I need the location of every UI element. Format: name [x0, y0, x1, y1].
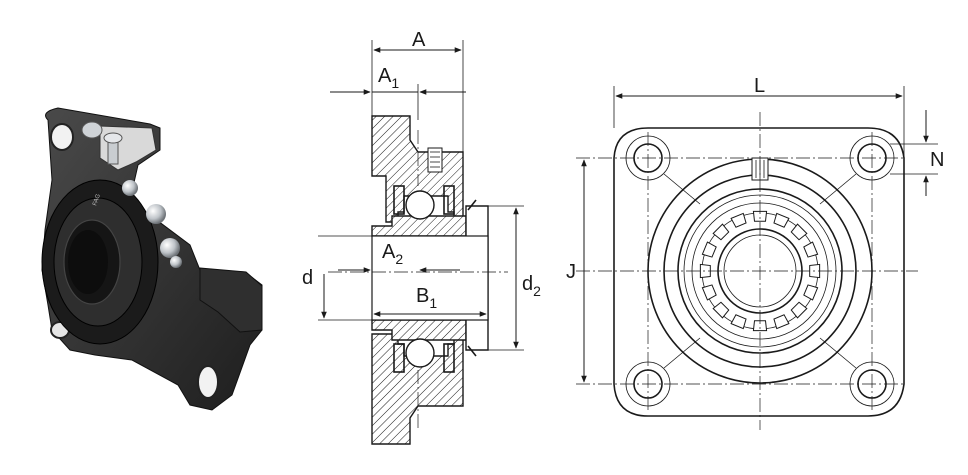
- collar-tooth: [752, 210, 768, 222]
- dim-label-A1: A1: [378, 65, 399, 91]
- dim-label-d: d: [302, 267, 313, 289]
- section-ball-top: [405, 190, 435, 220]
- grease-nipple: [81, 121, 123, 165]
- section-view: A A1 A2 d B1 d2: [302, 29, 541, 445]
- collar-tooth: [699, 263, 711, 279]
- collar-tooth: [773, 314, 790, 330]
- collar-tooth: [803, 241, 819, 258]
- collar-tooth: [730, 314, 747, 330]
- front-view: L N J: [566, 75, 944, 430]
- dim-label-A: A: [412, 29, 426, 51]
- ball-3: [160, 238, 180, 258]
- bearing-photo: FAG: [41, 107, 263, 411]
- dim-label-B1: B1: [416, 285, 437, 311]
- collar-tooth: [730, 212, 747, 228]
- collar-tooth: [803, 284, 819, 301]
- collar-teeth: [699, 210, 821, 332]
- dim-label-N: N: [930, 149, 944, 171]
- collar-tooth: [790, 223, 808, 241]
- brand-mark: FAG: [92, 193, 102, 207]
- collar-tooth: [701, 241, 717, 258]
- shaft: [371, 235, 489, 321]
- cut-face-right: [199, 267, 263, 333]
- bolt-hole-top: [50, 123, 74, 151]
- collar-tooth: [712, 223, 730, 241]
- section-ball-bottom: [405, 338, 435, 368]
- section-grease-port: [427, 147, 443, 173]
- collar-tooth: [752, 320, 768, 332]
- dim-label-d2: d2: [522, 273, 541, 299]
- collar-tooth: [790, 301, 808, 319]
- ball-4: [170, 256, 182, 268]
- collar-tooth: [712, 301, 730, 319]
- ball-2: [146, 204, 166, 224]
- collar-tooth: [701, 284, 717, 301]
- dim-label-J: J: [566, 261, 576, 283]
- collar-tooth: [773, 212, 790, 228]
- bolt-hole-bottom-right: [197, 365, 219, 399]
- dim-label-A2: A2: [382, 241, 403, 267]
- ball-1: [122, 180, 138, 196]
- dim-label-L: L: [754, 75, 765, 97]
- bore-inner: [68, 230, 108, 294]
- flange-outline: [613, 127, 905, 417]
